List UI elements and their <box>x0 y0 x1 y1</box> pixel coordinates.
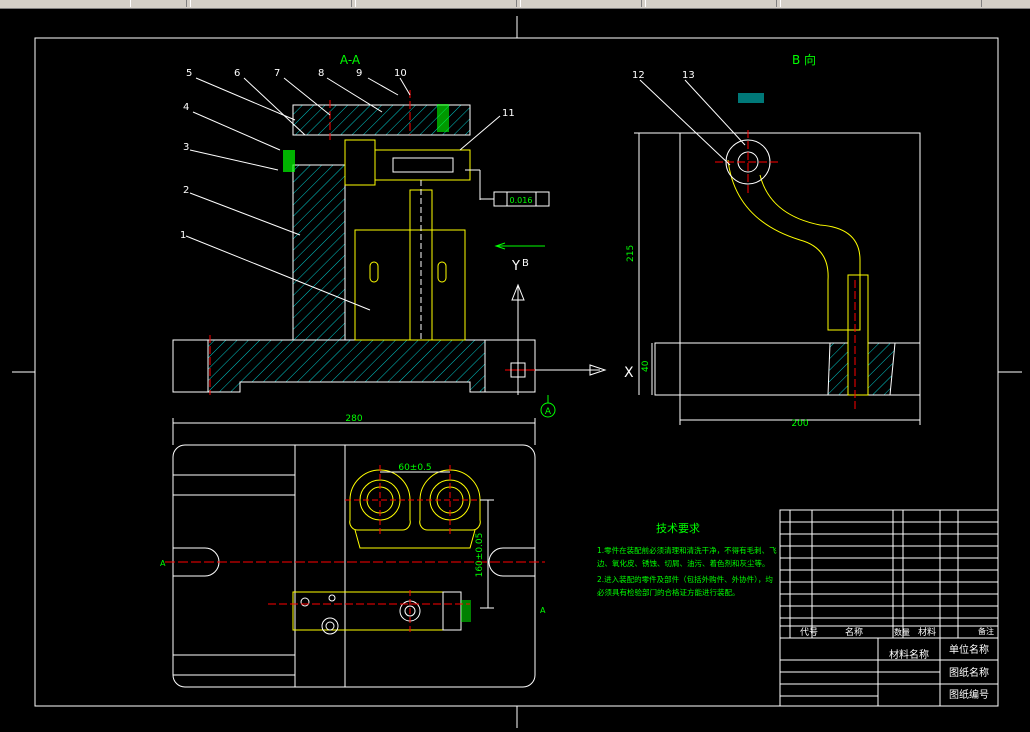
dim-width-side: 200 <box>791 419 808 429</box>
x-axis-marker: X <box>624 365 634 381</box>
dim-height-side: 215 <box>626 245 636 262</box>
base-right-lug <box>484 339 536 393</box>
drawing-number: 图纸编号 <box>949 688 989 701</box>
technical-requirements: 技术要求 1.零件在装配前必须清理和清洗干净，不得有毛刺、飞 边、氧化皮、锈蚀、… <box>597 522 777 597</box>
base-plate <box>172 339 536 393</box>
dim-center-distance: 60±0.5 <box>398 463 431 473</box>
shaft <box>392 157 454 173</box>
tech-req-title: 技术要求 <box>656 522 700 535</box>
view-b-marker: B <box>522 258 529 269</box>
plan-slot-right <box>488 547 535 577</box>
part-number-2: 2 <box>183 185 189 196</box>
col-qty-header: 数量 <box>894 627 910 637</box>
section-a-circle <box>540 402 556 418</box>
col-name-header: 名称 <box>845 626 863 638</box>
tech-req-line-1: 1.零件在装配前必须清理和清洗干净，不得有毛刺、飞 <box>597 545 777 555</box>
col-code-header: 代号 <box>800 627 818 638</box>
top-clamp-block <box>292 104 471 136</box>
toolbar-segment[interactable] <box>355 0 517 7</box>
toolbar-segment[interactable] <box>190 0 352 7</box>
col-note-header: 备注 <box>978 626 994 636</box>
cad-drawing-canvas[interactable]: A-A X Y B <box>0 9 1030 732</box>
tech-req-line-4: 必须具有检验部门的合格证方能进行装配。 <box>597 587 740 597</box>
material-name: 材料名称 <box>889 648 929 661</box>
plan-view: 280 A A 60±0.5 160±0.05 <box>160 414 546 688</box>
part-number-labels: 5 6 7 8 9 10 4 3 2 1 11 <box>180 68 515 241</box>
clamp-screw <box>437 104 449 132</box>
part-number-11: 11 <box>502 108 515 119</box>
part-number-3: 3 <box>183 142 189 153</box>
svg-text:0.016: 0.016 <box>510 196 533 205</box>
part-number-7: 7 <box>274 68 280 79</box>
part-number-1: 1 <box>180 230 186 241</box>
svg-text:A: A <box>160 559 166 568</box>
part-number-6: 6 <box>234 68 240 79</box>
part-number-13: 13 <box>682 70 695 81</box>
toolbar-segment[interactable] <box>645 0 777 7</box>
part-number-12: 12 <box>632 70 645 81</box>
dim-width-bottom: 280 <box>345 414 362 424</box>
section-aa-title: A-A <box>340 53 361 67</box>
part-number-10: 10 <box>394 68 407 79</box>
view-b: B 向 200 215 40 12 13 <box>626 52 921 429</box>
toolbar-segment[interactable] <box>520 0 642 7</box>
toolbar-segment[interactable] <box>130 0 187 7</box>
toolbar-segment[interactable] <box>780 0 982 7</box>
dim-side-40: 40 <box>641 360 651 372</box>
tech-req-line-3: 2.进入装配的零件及部件（包括外购件、外协件），均 <box>597 574 773 584</box>
y-axis-marker: Y <box>511 259 520 274</box>
col-material-header: 材料 <box>918 626 936 638</box>
view-b-title: B 向 <box>792 52 816 67</box>
bushing-housing <box>344 139 376 186</box>
view-b-arm <box>727 159 861 331</box>
part-number-5: 5 <box>186 68 192 79</box>
plan-base-outline <box>172 444 536 688</box>
svg-text:A: A <box>545 407 552 417</box>
unit-name: 单位名称 <box>949 643 989 656</box>
dim-vertical-offset: 160±0.05 <box>475 533 485 578</box>
part-number-9: 9 <box>356 68 362 79</box>
part-number-4: 4 <box>183 102 189 113</box>
section-aa-view: A-A X Y B <box>172 53 634 418</box>
base-left-lug <box>172 339 209 393</box>
svg-text:A: A <box>540 606 546 615</box>
column-body <box>292 164 346 341</box>
cad-toolbar-strip <box>0 0 1030 9</box>
title-block <box>779 509 999 707</box>
sheet-border <box>12 16 1022 728</box>
locating-pin <box>283 150 295 172</box>
view-b-top-nut <box>738 93 764 103</box>
part-number-8: 8 <box>318 68 324 79</box>
drawing-name: 图纸名称 <box>949 666 989 679</box>
tech-req-line-2: 边、氧化皮、锈蚀、切屑、油污、着色剂和灰尘等。 <box>597 558 770 568</box>
part-leaders <box>185 77 501 311</box>
title-block-text: 代号 名称 数量 材料 备注 材料名称 单位名称 图纸名称 图纸编号 <box>800 626 994 701</box>
